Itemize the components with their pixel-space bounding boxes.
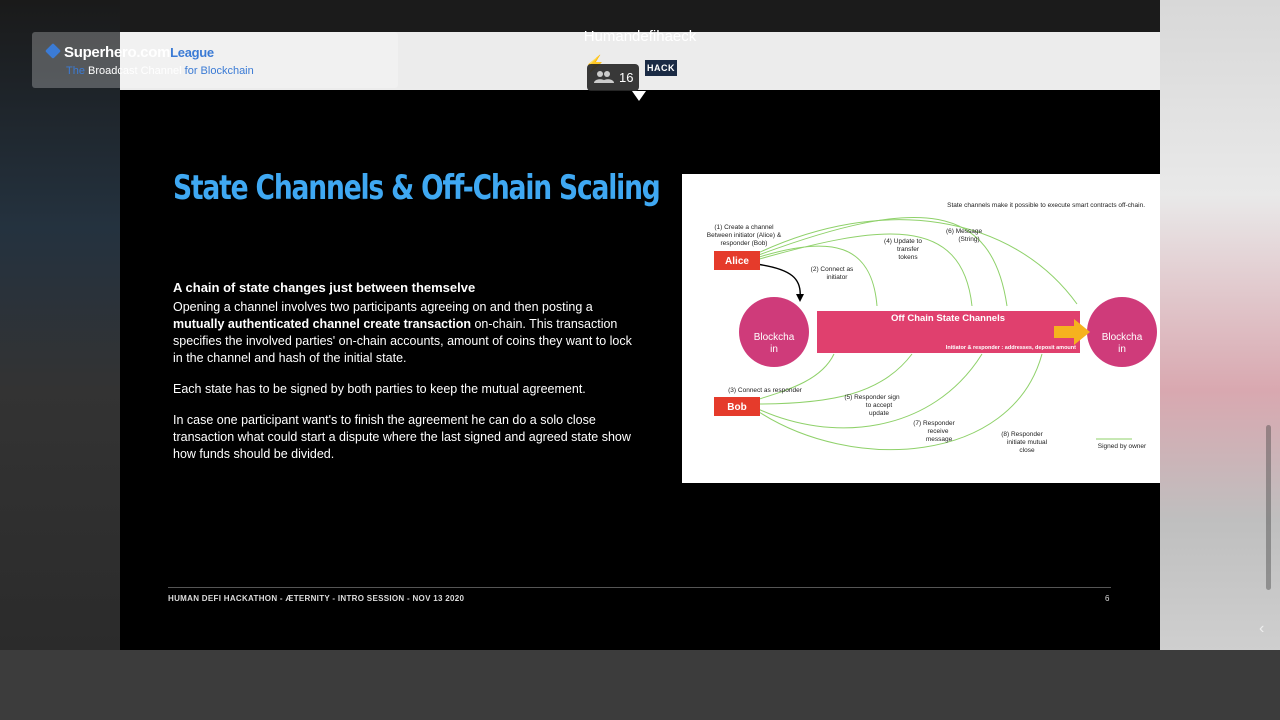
step2-line1: (2) Connect as xyxy=(811,266,854,273)
slide-header-bar xyxy=(120,32,1160,90)
step8-line1: (8) Responder xyxy=(1001,431,1043,438)
viewer-count-badge[interactable]: 16 xyxy=(587,64,639,91)
blockchain-right-line1: Blockcha xyxy=(1102,332,1143,343)
watermark-brand: Superhero.comLeague xyxy=(45,43,214,61)
blockchain-left-line2: in xyxy=(770,344,778,355)
watermark-brand-suffix: League xyxy=(170,45,214,60)
step6-line2: (String) xyxy=(958,236,979,243)
watermark-brand-name: Superhero.com xyxy=(64,44,171,61)
slide-paragraph-1: Opening a channel involves two participa… xyxy=(173,299,643,367)
step4-line2: transfer xyxy=(897,246,920,253)
hackathon-logo-text: HACK xyxy=(645,60,677,76)
legend-label: Signed by owner xyxy=(1098,443,1147,450)
watermark-tagline: The Broadcast Channel for Blockchain xyxy=(66,65,254,77)
users-icon xyxy=(594,71,614,83)
watermark-tagline-main: Broadcast Channel xyxy=(88,65,182,77)
slide-title: State Channels & Off-Chain Scaling xyxy=(173,168,661,208)
background-bottom xyxy=(0,650,1280,720)
step1-line1: (1) Create a channel xyxy=(714,224,774,231)
para1-start: Opening a channel involves two participa… xyxy=(173,300,593,314)
step5-line3: update xyxy=(869,410,889,417)
slide-body: A chain of state changes just between th… xyxy=(173,279,643,477)
background-right-blur xyxy=(1160,0,1280,650)
watermark-tagline-prefix: The xyxy=(66,65,85,77)
viewer-count: 16 xyxy=(619,70,634,85)
arrow-icon xyxy=(1054,319,1090,345)
blockchain-right-line2: in xyxy=(1118,344,1126,355)
blockchain-right-circle xyxy=(1087,297,1157,367)
step7-line1: (7) Responder xyxy=(913,420,955,427)
step7-line2: receive xyxy=(928,428,949,435)
footer-divider xyxy=(168,587,1111,588)
state-channel-diagram: Alice Bob Blockcha in Off Chain State Ch… xyxy=(682,174,1160,483)
slide-page-number: 6 xyxy=(1105,594,1110,603)
blockchain-left-line1: Blockcha xyxy=(754,332,795,343)
step2-line2: initiator xyxy=(827,274,849,281)
chevron-left-icon[interactable]: ‹ xyxy=(1259,620,1265,637)
popover-pointer xyxy=(632,91,646,101)
page-scrollbar[interactable] xyxy=(1266,425,1271,590)
bob-label: Bob xyxy=(727,402,746,413)
slide-paragraph-3: In case one participant want's to finish… xyxy=(173,413,631,461)
step5-line1: (5) Responder sign xyxy=(844,394,900,401)
diagram-svg: Alice Bob Blockcha in Off Chain State Ch… xyxy=(707,202,1157,454)
step7-line3: message xyxy=(926,436,953,443)
offchain-title: Off Chain State Channels xyxy=(891,313,1005,324)
step1-line3: responder (Bob) xyxy=(721,240,768,247)
para1-bold: mutually authenticated channel create tr… xyxy=(173,317,471,331)
alice-box xyxy=(714,251,760,270)
step5-line2: to accept xyxy=(866,402,893,409)
slide-footer: HUMAN DEFI HACKATHON - ÆTERNITY - INTRO … xyxy=(168,594,465,603)
diamond-icon xyxy=(45,43,61,59)
alice-label: Alice xyxy=(725,256,749,267)
step8-line3: close xyxy=(1019,447,1035,454)
stream-top-bar xyxy=(120,0,1160,32)
watermark-tagline-suffix: for Blockchain xyxy=(184,65,254,77)
step1-line2: Between initiator (Alice) & xyxy=(707,232,782,239)
slide-heading: A chain of state changes just between th… xyxy=(173,280,476,295)
background-left-blur xyxy=(0,0,120,650)
superhero-watermark xyxy=(32,32,398,88)
room-title: Humandefihaeck xyxy=(583,28,697,45)
step6-line1: (6) Message xyxy=(946,228,983,235)
step4-line1: (4) Update to xyxy=(884,238,922,245)
step4-line3: tokens xyxy=(898,254,918,261)
offchain-subtitle: Initiator & responder : addresses, depos… xyxy=(946,345,1076,351)
bob-box xyxy=(714,397,760,416)
offchain-channel-bar xyxy=(817,311,1080,353)
diagram-top-note: State channels make it possible to execu… xyxy=(947,202,1145,209)
step3-label: (3) Connect as responder xyxy=(728,387,803,394)
slide-paragraph-2: Each state has to be signed by both part… xyxy=(173,382,586,396)
blockchain-left-circle xyxy=(739,297,809,367)
para1-rest: on-chain. This transaction specifies the… xyxy=(173,317,632,365)
step8-line2: initiate mutual xyxy=(1007,439,1048,446)
